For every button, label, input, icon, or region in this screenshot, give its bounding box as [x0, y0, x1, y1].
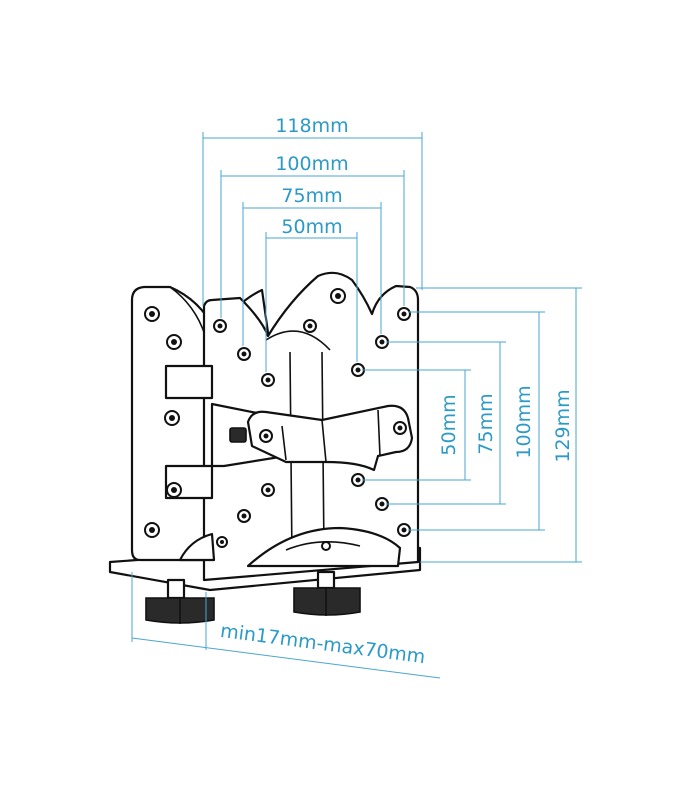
dimension-v-100mm: 100mm [408, 311, 545, 531]
dimension-v-75mm: 75mm [386, 341, 506, 505]
left-foot-knob [145, 578, 215, 624]
dimension-v-50mm: 50mm [362, 369, 471, 481]
dimension-118mm: 118mm [202, 115, 423, 306]
label-v-50mm: 50mm [438, 394, 460, 455]
label-v-129mm: 129mm [552, 389, 574, 462]
dimension-100mm: 100mm [220, 153, 405, 318]
tension-knob [229, 427, 247, 443]
right-foot-knob [293, 570, 361, 616]
dimension-50mm: 50mm [265, 216, 358, 372]
upper-slot-bar [164, 364, 214, 400]
label-100mm: 100mm [275, 153, 348, 175]
dimension-v-129mm: 129mm [416, 287, 582, 563]
back-plate-holes [144, 306, 182, 538]
clamp-strap [246, 404, 414, 472]
horizontal-dimensions: 118mm 100mm 75mm 50mm [202, 115, 423, 372]
dimension-75mm: 75mm [242, 185, 382, 346]
label-118mm: 118mm [275, 115, 348, 137]
label-v-100mm: 100mm [513, 385, 535, 458]
bracket-drawing [108, 271, 422, 624]
vertical-dimensions: 50mm 75mm 100mm 129mm [362, 287, 582, 563]
label-75mm: 75mm [281, 185, 342, 207]
label-clamp-range: min17mm-max70mm [219, 620, 427, 668]
front-plate-holes [213, 288, 411, 548]
label-50mm: 50mm [281, 216, 342, 238]
label-v-75mm: 75mm [475, 393, 497, 454]
